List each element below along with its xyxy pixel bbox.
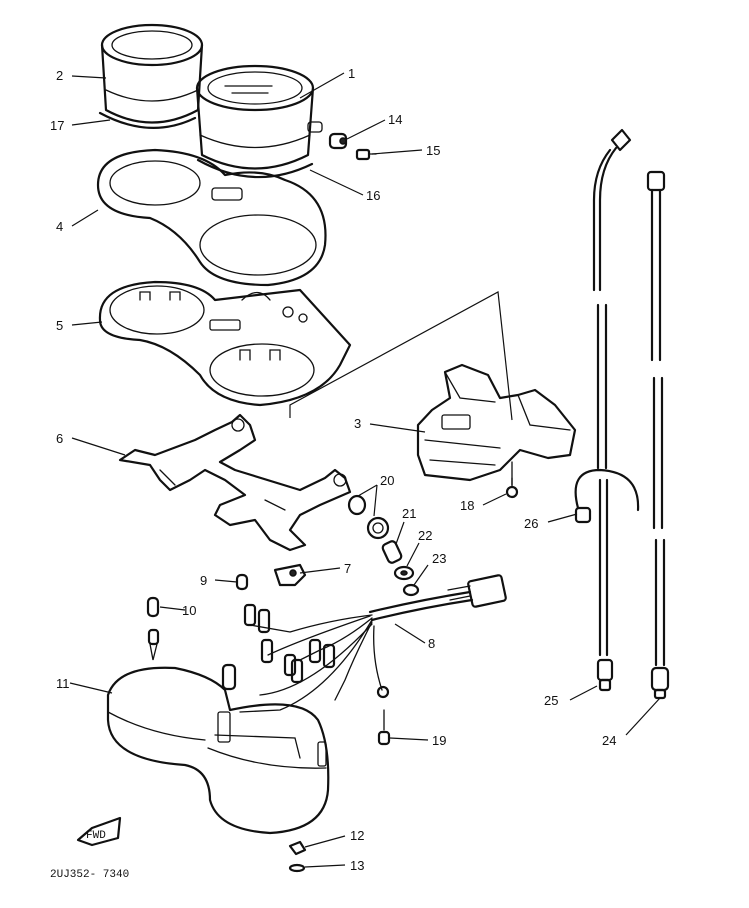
callout-26: 26	[524, 516, 538, 531]
callout-2: 2	[56, 68, 63, 83]
callout-labels: 1 2 3 4 5 6 7 8 9 10 11 12 13 14 15 16 1…	[50, 66, 616, 873]
callout-24: 24	[602, 733, 616, 748]
callout-6: 6	[56, 431, 63, 446]
callout-18: 18	[460, 498, 474, 513]
gauge-holder	[98, 280, 352, 407]
indicator-unit	[416, 363, 577, 486]
socket-7	[273, 563, 307, 587]
callout-22: 22	[418, 528, 432, 543]
callout-10: 10	[182, 603, 196, 618]
speedometer	[195, 64, 323, 170]
cable-clamp	[574, 468, 640, 524]
tachometer	[100, 23, 204, 124]
washer	[393, 565, 415, 581]
callout-5: 5	[56, 318, 63, 333]
meter-case	[106, 666, 330, 835]
drawing-code: 2UJ352- 7340	[50, 869, 129, 881]
tachometer-seal	[98, 111, 197, 129]
collar	[381, 540, 403, 564]
forward-direction-mark: FWD	[76, 816, 122, 847]
callout-14: 14	[388, 112, 402, 127]
callout-23: 23	[432, 551, 446, 566]
callout-25: 25	[544, 693, 558, 708]
speedometer-seal	[196, 158, 314, 179]
callout-11: 11	[56, 676, 70, 691]
bulb-socket-10	[146, 596, 160, 661]
callout-16: 16	[366, 188, 380, 203]
leader-lines	[69, 72, 661, 868]
forward-mark-label: FWD	[86, 830, 106, 842]
callout-19: 19	[432, 733, 446, 748]
tachometer-cable	[592, 128, 632, 692]
screw-18	[505, 477, 519, 499]
wire-harness	[221, 574, 507, 713]
callout-1: 1	[348, 66, 355, 81]
bulb-9	[235, 573, 249, 591]
callout-7: 7	[344, 561, 351, 576]
callout-4: 4	[56, 219, 63, 234]
nut	[402, 583, 420, 597]
callout-13: 13	[350, 858, 364, 873]
meter-cover	[96, 148, 327, 287]
callout-12: 12	[350, 828, 364, 843]
callout-20: 20	[380, 473, 394, 488]
bracket	[118, 413, 352, 552]
callout-15: 15	[426, 143, 440, 158]
speedometer-cable	[646, 170, 670, 700]
nut-12	[288, 840, 307, 856]
callout-9: 9	[200, 573, 207, 588]
callout-21: 21	[402, 506, 416, 521]
callout-3: 3	[354, 416, 361, 431]
grommet	[328, 132, 348, 150]
damper-upper	[347, 494, 367, 516]
callout-8: 8	[428, 636, 435, 651]
callout-17: 17	[50, 118, 64, 133]
damper-lower	[366, 516, 390, 540]
washer-13	[288, 863, 306, 873]
screw-19	[377, 709, 391, 746]
